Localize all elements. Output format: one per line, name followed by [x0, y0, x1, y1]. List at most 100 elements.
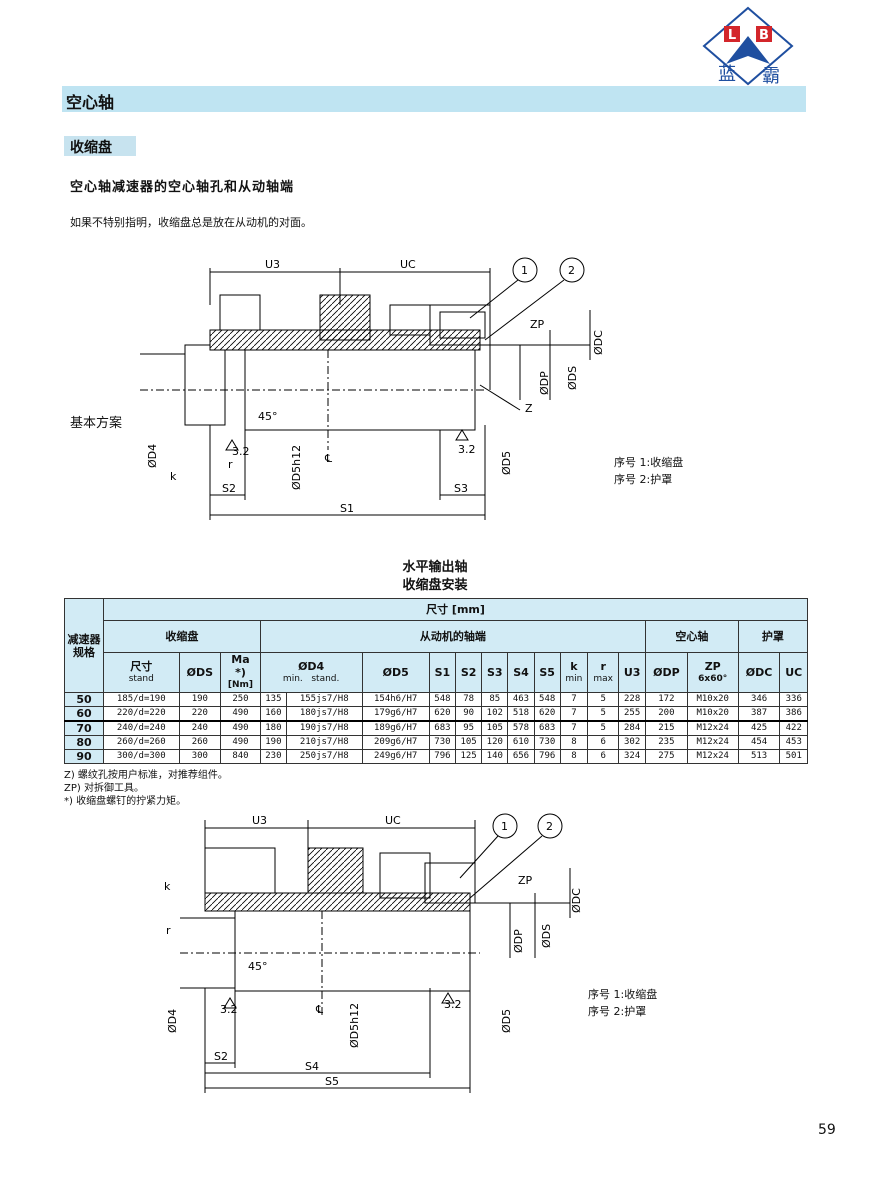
table-cell: 6: [587, 735, 620, 750]
dim-r-2: r: [166, 924, 171, 937]
table-cell: 683: [533, 720, 561, 736]
table-cell: 300/d=300: [103, 749, 180, 764]
table-cell: 620: [428, 706, 457, 722]
table-cell: 160: [259, 706, 287, 722]
table-cell: 172: [645, 692, 688, 707]
model-cell: 50: [64, 692, 104, 707]
table-cell: 235: [645, 735, 688, 750]
dim-u3: U3: [265, 258, 280, 271]
table-cell: 501: [779, 749, 808, 764]
table-cell: M12x24: [686, 735, 739, 750]
dim-d4: ØD4: [146, 444, 159, 468]
model-cell: 90: [64, 749, 104, 764]
table-cell: 796: [533, 749, 561, 764]
table-cell: 490: [220, 735, 261, 750]
table-cell: 275: [645, 749, 688, 764]
table-cell: 7: [559, 720, 589, 736]
page-heading: 空心轴减速器的空心轴孔和从动轴端: [70, 180, 295, 195]
table-cell: 220/d=220: [103, 706, 180, 722]
dim-k: k: [170, 470, 177, 483]
basic-scheme-label: 基本方案: [70, 416, 123, 431]
dim-d5h12-2: ØD5h12: [348, 1003, 361, 1048]
table-cell: 105: [481, 720, 509, 736]
table-cell: 249g6/H7: [361, 749, 430, 764]
dim-ds-2: ØDS: [540, 924, 553, 948]
table-caption-2: 收缩盘安装: [402, 578, 468, 593]
technical-drawing-1: U3 UC 1 2 ZP Z k r 3.2 3.2 ℄ 45° S2 S3 S…: [140, 257, 605, 520]
table-cell: 190js7/H8: [285, 720, 363, 736]
header-uc: UC: [779, 652, 808, 693]
section-title: 空心轴: [66, 93, 115, 112]
angle-45: 45°: [258, 410, 278, 423]
dim-ds: ØDS: [566, 366, 579, 390]
model-cell: 70: [64, 720, 104, 736]
table-cell: 5: [587, 706, 620, 722]
callout-2: 2: [568, 264, 575, 277]
table-cell: 730: [533, 735, 561, 750]
dim-dc-2: ØDC: [570, 888, 583, 913]
dim-s3: S3: [454, 482, 468, 495]
technical-drawing-2: U3 UC 1 2 ZP k r 3.2 3.2 ℄ 45° S2 S4 S5 …: [164, 813, 583, 1093]
table-cell: 548: [533, 692, 561, 707]
table-cell: 386: [779, 706, 808, 722]
dim-zp-2: ZP: [518, 874, 533, 887]
table-cell: 85: [481, 692, 509, 707]
table-cell: 102: [481, 706, 509, 722]
header-s4: S4: [507, 652, 535, 693]
subsection-header: 收缩盘: [64, 136, 136, 156]
header-s5: S5: [533, 652, 561, 693]
callout-1-2: 1: [501, 820, 508, 833]
brand-logo: L B 蓝 霸: [702, 6, 794, 86]
table-cell: 425: [737, 720, 781, 736]
table-cell: 422: [779, 720, 808, 736]
table-cell: 7: [559, 706, 589, 722]
dim-dc: ØDC: [592, 330, 605, 355]
logo-name-left: 蓝: [718, 64, 736, 85]
table-cell: 250js7/H8: [285, 749, 363, 764]
callout-2-2: 2: [546, 820, 553, 833]
dim-r: r: [228, 458, 233, 471]
legend-item: 序号 2:护罩: [614, 473, 673, 486]
table-cell: 190: [259, 735, 287, 750]
header-d5: ØD5: [361, 652, 430, 693]
table-cell: M12x24: [686, 749, 739, 764]
table-cell: 209g6/H7: [361, 735, 430, 750]
table-cell: 260: [178, 735, 222, 750]
roughness-2-2: 3.2: [444, 998, 462, 1011]
table-cell: 453: [779, 735, 808, 750]
dim-k-2: k: [164, 880, 171, 893]
table-cell: 240/d=240: [103, 720, 180, 736]
table-cell: 610: [507, 735, 535, 750]
centerline-mark: ℄: [324, 452, 332, 465]
table-cell: 796: [428, 749, 457, 764]
table-cell: 336: [779, 692, 808, 707]
header-u3: U3: [618, 652, 646, 693]
legend-1: 序号 1:收缩盘 序号 2:护罩: [614, 454, 683, 488]
table-cell: 215: [645, 720, 688, 736]
dim-dp-2: ØDP: [512, 929, 525, 953]
legend-2: 序号 1:收缩盘 序号 2:护罩: [588, 986, 657, 1020]
table-cell: 230: [259, 749, 287, 764]
header-s3: S3: [481, 652, 509, 693]
logo-letter-l: L: [728, 28, 736, 43]
table-cell: 578: [507, 720, 535, 736]
table-cell: 302: [618, 735, 646, 750]
section-header: 空心轴: [62, 86, 806, 112]
header-s1: S1: [428, 652, 457, 693]
table-cell: 140: [481, 749, 509, 764]
table-cell: 179g6/H7: [361, 706, 430, 722]
table-cell: 730: [428, 735, 457, 750]
dim-dp: ØDP: [538, 371, 551, 395]
footnote-z: Z) 螺纹孔按用户标准，对推荐组件。: [64, 770, 228, 781]
centerline-mark-2: ℄: [315, 1003, 323, 1016]
table-cell: 300: [178, 749, 222, 764]
table-cell: 90: [455, 706, 483, 722]
header-guard: 护罩: [737, 620, 809, 653]
table-cell: 228: [618, 692, 646, 707]
header-disc: 收缩盘: [103, 620, 261, 653]
table-cell: 7: [559, 692, 589, 707]
